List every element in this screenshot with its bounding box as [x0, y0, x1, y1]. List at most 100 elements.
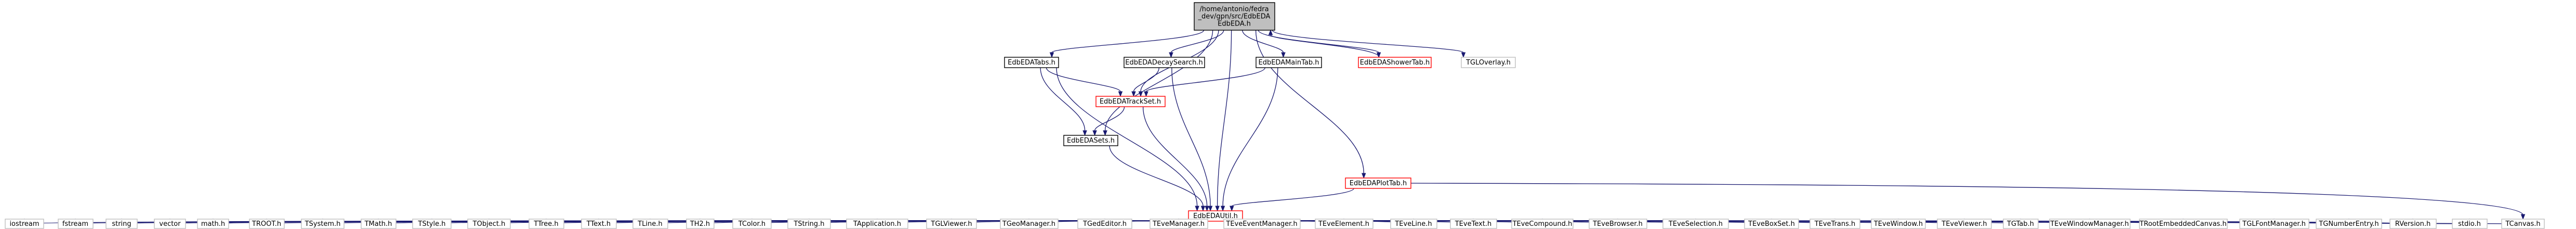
edge-tabs-to-sets	[1040, 67, 1087, 136]
edge-line	[1222, 67, 1278, 207]
node-b_tobject: TObject.h	[467, 219, 511, 229]
node-label: TGLOverlay.h	[1465, 59, 1511, 67]
node-box	[1095, 96, 1166, 107]
node-label: TROOT.h	[252, 220, 281, 228]
edge-line	[1094, 106, 1125, 131]
node-box	[412, 219, 452, 229]
node-label: EdbEDATrackSet.h	[1100, 98, 1161, 106]
edge-sets-to-util	[1109, 145, 1206, 212]
node-box	[1450, 219, 1497, 229]
node-label: TApplication.h	[853, 220, 901, 228]
node-label: TGLViewer.h	[930, 220, 972, 228]
node-label: EdbEDAUtil.h	[1193, 212, 1238, 220]
edge-arrowhead	[1092, 130, 1097, 136]
node-b_teveeventmanager: TEveEventManager.h	[1223, 219, 1301, 229]
node-b_vector: vector	[154, 219, 186, 229]
node-label: TEveEventManager.h	[1225, 220, 1297, 228]
node-tgloverlay: TGLOverlay.h	[1461, 57, 1516, 68]
edge-focus-to-sets	[1103, 30, 1213, 136]
node-box	[467, 219, 511, 229]
edge-line	[1142, 106, 1208, 207]
node-b_tstring: TString.h	[787, 219, 831, 229]
edge-focus-to-util	[1215, 30, 1232, 212]
node-label: vector	[159, 220, 181, 228]
node-b_ttree: TTree.h	[529, 219, 564, 229]
edge-line	[1231, 188, 1354, 207]
node-b_tapplication: TApplication.h	[846, 219, 908, 229]
edge-focus-to-decay	[1169, 30, 1224, 58]
node-box	[686, 219, 715, 229]
edge-arrowhead	[2520, 214, 2526, 220]
node-label: TEveTrans.h	[1814, 220, 1856, 228]
edge-arrowhead	[1144, 91, 1148, 97]
node-box	[2003, 219, 2039, 229]
edge-line	[1171, 67, 1211, 207]
edge-trackset-to-util	[1142, 106, 1209, 212]
node-box	[2389, 219, 2437, 229]
edge-arrowhead	[1169, 52, 1173, 58]
node-label: TEveText.h	[1455, 220, 1492, 228]
node-label: TGeoManager.h	[1002, 220, 1055, 228]
node-b_tevemanager: TEveManager.h	[1150, 219, 1208, 229]
node-label: TGLFontManager.h	[2242, 220, 2306, 228]
edge-arrowhead	[1200, 206, 1206, 212]
node-label: TGedEditor.h	[1082, 220, 1127, 228]
node-b_tmath: TMath.h	[361, 219, 397, 229]
node-b_teveselection: TEveSelection.h	[1662, 219, 1729, 229]
node-decay[interactable]: EdbEDADecaySearch.h	[1124, 57, 1205, 68]
edge-plottab-to-b_tcanvas	[1410, 183, 2526, 220]
node-label: TEveLine.h	[1394, 220, 1432, 228]
node-maintab[interactable]: EdbEDAMainTab.h	[1256, 57, 1322, 68]
node-label: TEveViewer.h	[1941, 220, 1987, 228]
node-box	[2452, 219, 2488, 229]
node-label: TCanvas.h	[2505, 220, 2540, 228]
node-box	[2049, 219, 2131, 229]
node-focus[interactable]: /home/antonio/fedra_dev/gpn/src/EdbEDAEd…	[1194, 2, 1275, 31]
edge-arrowhead	[1049, 52, 1054, 58]
node-shower[interactable]: EdbEDAShowerTab.h	[1358, 57, 1432, 68]
edge-arrowhead	[1082, 130, 1087, 136]
edge-line	[1258, 30, 1379, 53]
node-label: iostream	[9, 220, 39, 228]
edge-line	[1242, 30, 1284, 53]
node-b_ttext: TText.h	[581, 219, 617, 229]
node-b_tstyle: TStyle.h	[412, 219, 452, 229]
node-label: EdbEDADecaySearch.h	[1125, 59, 1203, 67]
node-label: TEveBoxSet.h	[1748, 220, 1795, 228]
node-b_teveelement: TEveElement.h	[1315, 219, 1373, 229]
node-box	[1390, 219, 1437, 229]
edge-decay-to-trackset	[1131, 67, 1159, 97]
edge-line	[1040, 67, 1086, 131]
node-box	[1871, 219, 1926, 229]
node-b_tevetext: TEveText.h	[1450, 219, 1497, 229]
node-label: TEveBrowser.h	[1592, 220, 1643, 228]
edge-line	[1145, 67, 1265, 92]
node-box	[5, 219, 44, 229]
edge-arrowhead	[1138, 91, 1143, 97]
edge-arrowhead	[1461, 52, 1466, 58]
node-box	[1461, 57, 1516, 68]
node-box	[105, 219, 138, 229]
node-label: EdbEDA.h	[1218, 20, 1251, 28]
edge-tabs-to-trackset	[1046, 67, 1123, 97]
node-b_tgnumberentry: TGNumberEntry.h	[2316, 219, 2382, 229]
node-label: TColor.h	[738, 220, 765, 228]
node-box	[1662, 219, 1729, 229]
edge-tabs-to-util	[1056, 67, 1199, 212]
node-sets[interactable]: EdbEDASets.h	[1063, 135, 1118, 146]
edge-arrowhead	[1268, 29, 1273, 35]
node-box	[154, 219, 186, 229]
edge-arrowhead	[1118, 91, 1123, 97]
node-trackset[interactable]: EdbEDATrackSet.h	[1095, 96, 1166, 107]
node-label: TSystem.h	[305, 220, 341, 228]
node-box	[1004, 57, 1059, 68]
node-label: TEveWindowManager.h	[2050, 220, 2129, 228]
node-box	[2239, 219, 2309, 229]
node-b_tcanvas: TCanvas.h	[2501, 219, 2545, 229]
node-box	[1809, 219, 1860, 229]
node-box	[2139, 219, 2228, 229]
node-util[interactable]: EdbEDAUtil.h	[1188, 210, 1243, 222]
node-tabs[interactable]: EdbEDATabs.h	[1004, 57, 1059, 68]
node-plottab[interactable]: EdbEDAPlotTab.h	[1345, 177, 1411, 189]
